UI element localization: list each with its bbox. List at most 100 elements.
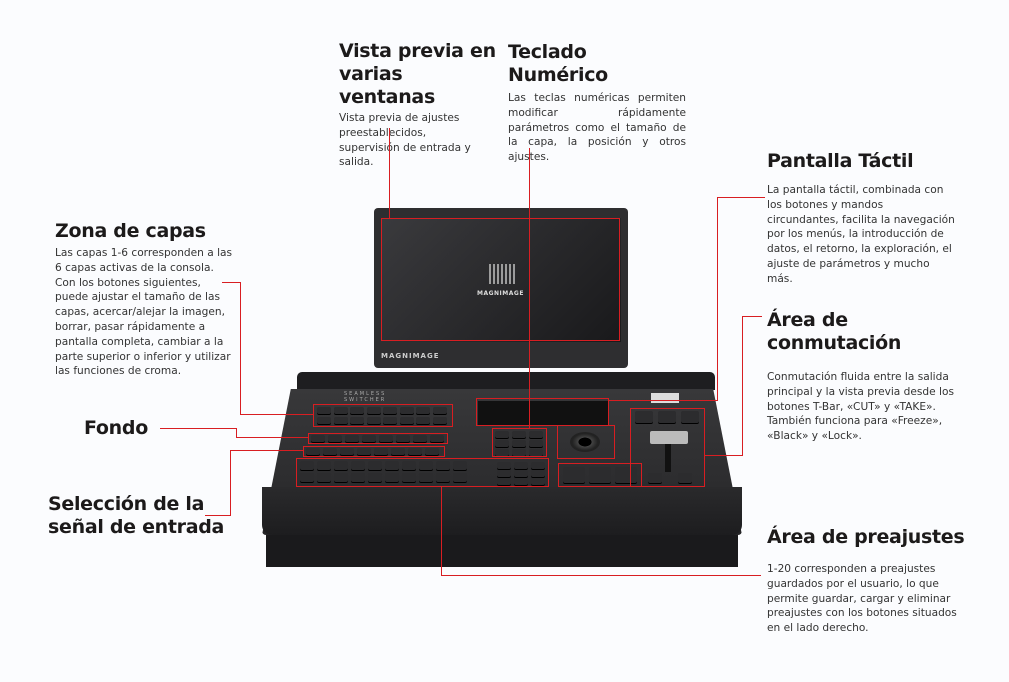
joystick-highlight [557,425,615,459]
console-key[interactable] [374,448,388,455]
presets-title: Área de preajustes [767,526,965,548]
console-key[interactable] [385,461,399,470]
console-key[interactable] [351,461,365,470]
console-key[interactable] [323,448,337,455]
console-key[interactable] [366,407,381,414]
keypad-callout: Teclado Numérico Las teclas numéricas pe… [508,41,686,165]
console-key[interactable] [333,417,348,424]
console-key[interactable] [678,473,692,483]
console-key[interactable] [430,435,444,442]
console-key[interactable] [317,461,331,470]
console-key[interactable] [514,470,528,477]
console-key[interactable] [512,449,526,456]
console-key[interactable] [514,462,528,469]
console-key[interactable] [563,467,585,483]
multiview-leader [389,128,391,218]
console-key[interactable] [419,473,433,482]
console-key[interactable] [589,467,611,483]
console-key[interactable] [340,448,354,455]
console-key[interactable] [436,473,450,482]
console-key[interactable] [402,461,416,470]
console-key[interactable] [396,435,410,442]
console-key[interactable] [383,407,397,414]
console-key[interactable] [453,473,467,482]
console-key[interactable] [495,449,509,456]
input-leader-h [230,450,303,452]
console-key[interactable] [357,448,371,455]
touch-leader-h [608,400,718,402]
console-key[interactable] [351,473,365,482]
multiview-title-2: varias ventanas [339,63,435,108]
console-key[interactable] [497,470,511,477]
console-key[interactable] [648,473,662,483]
console-key[interactable] [531,478,545,485]
console-key[interactable] [345,435,359,442]
console-key[interactable] [635,411,653,423]
console-key[interactable] [328,435,342,442]
console-key[interactable] [334,473,348,482]
console-key[interactable] [402,473,416,482]
lcd-screen [478,401,608,425]
presets-leader-h [441,575,761,577]
keypad-text: Las teclas numéricas permiten modificar … [508,92,686,163]
console-key[interactable] [512,431,526,438]
joystick[interactable] [570,432,600,452]
console-key[interactable] [497,478,511,485]
console-key[interactable] [383,417,397,424]
console-key[interactable] [419,461,433,470]
console-key[interactable] [408,448,422,455]
console-key[interactable] [615,467,637,483]
console-key[interactable] [350,407,364,414]
presets-highlight [296,458,549,487]
switching-callout: Área de conmutación Conmutación fluida e… [767,309,962,444]
console-key[interactable] [529,449,543,456]
console-key[interactable] [300,461,314,470]
layers-leader-b [240,414,313,416]
console-key[interactable] [658,411,676,423]
switching-leader-h [705,455,743,457]
console-key[interactable] [425,448,439,455]
console-key[interactable] [368,473,382,482]
console-key[interactable] [416,417,430,424]
console-key[interactable] [317,407,331,414]
console-key[interactable] [416,407,430,414]
console-key[interactable] [311,435,325,442]
console-key[interactable] [495,431,509,438]
console-key[interactable] [399,417,414,424]
console-key[interactable] [413,435,427,442]
console-key[interactable] [529,440,543,447]
layers-title: Zona de capas [55,220,206,242]
console-key[interactable] [366,417,381,424]
console-key[interactable] [300,473,314,482]
console-key[interactable] [531,462,545,469]
console-key[interactable] [399,407,414,414]
console-key[interactable] [514,478,528,485]
console-key[interactable] [317,473,331,482]
console-key[interactable] [333,407,348,414]
console-key[interactable] [432,407,447,414]
console-key[interactable] [681,411,699,423]
logo-mark-icon [489,264,517,284]
t-bar[interactable] [650,431,688,444]
console-key[interactable] [512,440,526,447]
switching-text: Conmutación fluida entre la salida princ… [767,371,954,443]
console-key[interactable] [350,417,364,424]
console-key[interactable] [385,473,399,482]
console-key[interactable] [379,435,393,442]
console-key[interactable] [362,435,376,442]
console-key[interactable] [453,461,467,470]
console-key[interactable] [391,448,405,455]
console-key[interactable] [495,440,509,447]
console-key[interactable] [436,461,450,470]
console-key[interactable] [306,448,320,455]
switching-leader-v [742,316,744,456]
console-key[interactable] [368,461,382,470]
console-key[interactable] [334,461,348,470]
console-key[interactable] [497,462,511,469]
console-key[interactable] [432,417,447,424]
console-key[interactable] [529,431,543,438]
multiview-highlight [381,218,620,341]
touch-title: Pantalla Táctil [767,150,914,172]
console-key[interactable] [531,470,545,477]
console-key[interactable] [317,417,331,424]
